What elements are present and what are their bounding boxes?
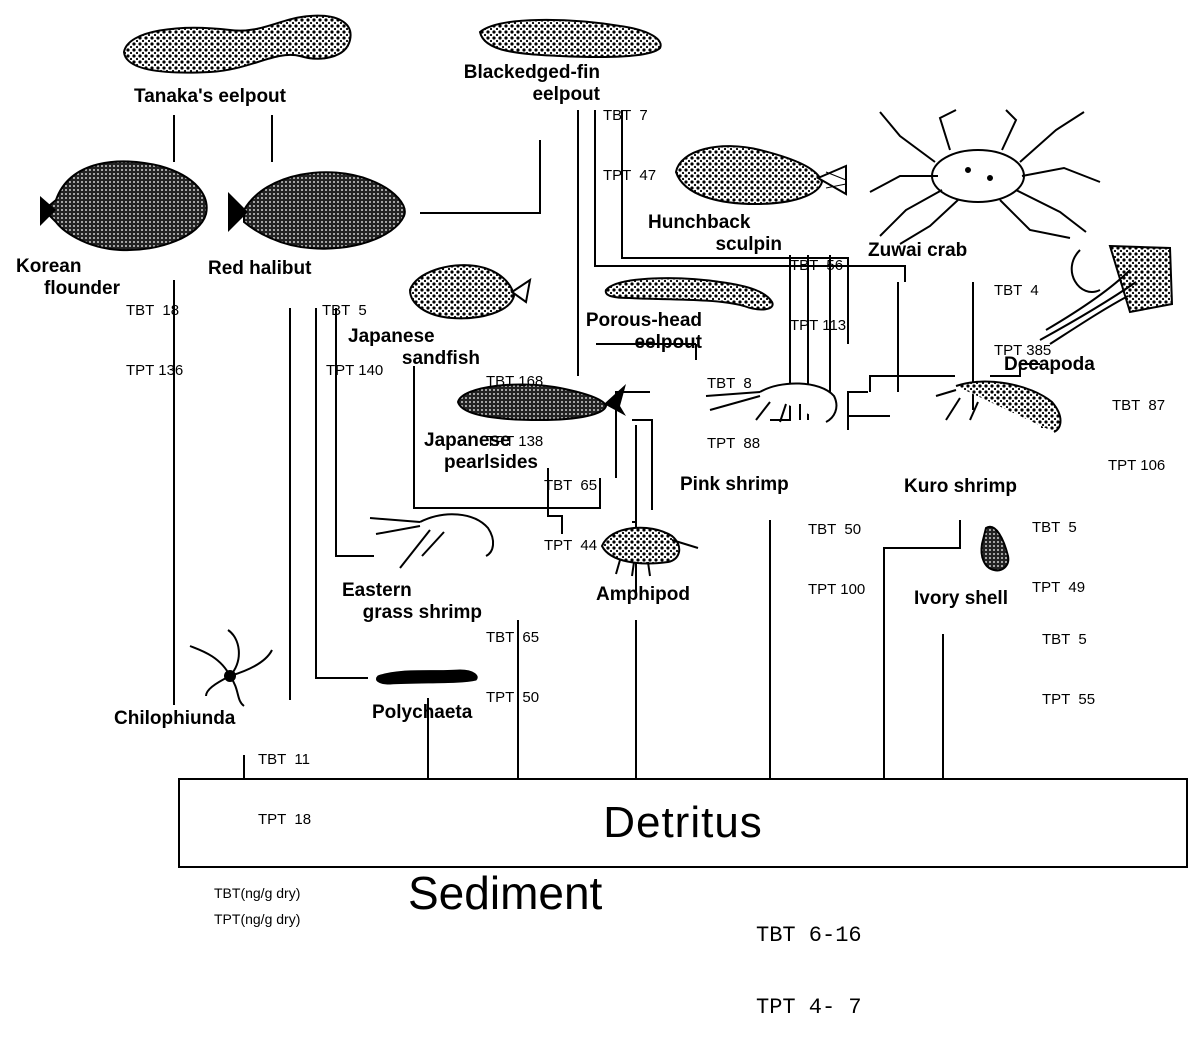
kuro-shrimp-label: Kuro shrimp bbox=[904, 476, 1017, 498]
japanese-sandfish-label-line2: sandfish bbox=[330, 348, 480, 370]
japanese-sandfish-label: Japanese sandfish bbox=[330, 326, 480, 370]
decapoda-values: TBT 87 TPT 106 bbox=[1112, 356, 1165, 496]
ivory-shell-tbt: TBT 5 bbox=[1042, 630, 1095, 650]
eastern-grass-shrimp-label: Eastern grass shrimp bbox=[340, 580, 482, 624]
korean-flounder-tpt: TPT 136 bbox=[126, 361, 183, 381]
japanese-pearlsides-label: Japanese pearlsides bbox=[418, 430, 538, 474]
eastern-grass-shrimp-tpt: TPT 50 bbox=[486, 688, 539, 708]
polychaeta-illustration bbox=[377, 670, 478, 684]
porous-head-eelpout-values: TBT 8 TPT 88 bbox=[707, 334, 760, 474]
japanese-pearlsides-values: TBT 65 TPT 44 bbox=[544, 436, 597, 576]
korean-flounder-label-line2: flounder bbox=[10, 278, 120, 300]
porous-head-eelpout-tbt: TBT 8 bbox=[707, 374, 760, 394]
porous-head-eelpout-tpt: TPT 88 bbox=[707, 434, 760, 454]
hunchback-sculpin-illustration bbox=[676, 146, 846, 204]
pink-shrimp-tbt: TBT 50 bbox=[808, 520, 865, 540]
eastern-grass-shrimp-label-line2: grass shrimp bbox=[340, 602, 482, 624]
japanese-sandfish-tbt: TBT 168 bbox=[486, 372, 543, 392]
zuwai-crab-tbt: TBT 4 bbox=[994, 281, 1051, 301]
porous-head-eelpout-label-line2: eelpout bbox=[562, 332, 702, 354]
blackedged-fin-eelpout-label: Blackedged-fin eelpout bbox=[452, 62, 600, 106]
blackedged-fin-eelpout-tpt: TPT 47 bbox=[603, 166, 656, 186]
sediment-tpt: TPT 4- 7 bbox=[756, 996, 862, 1020]
porous-head-eelpout-illustration bbox=[606, 278, 773, 309]
japanese-sandfish-label-line1: Japanese bbox=[330, 326, 480, 348]
korean-flounder-illustration bbox=[40, 161, 207, 250]
chilophiunda-illustration bbox=[190, 630, 272, 706]
blackedged-fin-eelpout-tbt: TBT 7 bbox=[603, 106, 656, 126]
sediment-tbt: TBT 6-16 bbox=[756, 924, 862, 948]
detritus-label: Detritus bbox=[603, 798, 763, 848]
ivory-shell-illustration bbox=[982, 527, 1009, 571]
units-legend: TBT(ng/g dry) TPT(ng/g dry) bbox=[214, 880, 300, 932]
hunchback-sculpin-tbt: TBT 56 bbox=[790, 256, 846, 276]
red-halibut-label: Red halibut bbox=[208, 258, 311, 280]
red-halibut-illustration bbox=[228, 172, 405, 248]
tanakas-eelpout-label: Tanaka's eelpout bbox=[134, 86, 286, 108]
hunchback-sculpin-label-line1: Hunchback bbox=[644, 212, 782, 234]
zuwai-crab-label: Zuwai crab bbox=[868, 240, 967, 262]
ivory-shell-tpt: TPT 55 bbox=[1042, 690, 1095, 710]
porous-head-eelpout-label: Porous-head eelpout bbox=[562, 310, 702, 354]
decapoda-tbt: TBT 87 bbox=[1112, 396, 1165, 416]
eastern-grass-shrimp-values: TBT 65 TPT 50 bbox=[486, 588, 539, 728]
detritus-box: Detritus bbox=[178, 778, 1188, 868]
red-halibut-tbt: TBT 5 bbox=[322, 301, 383, 321]
japanese-pearlsides-label-line2: pearlsides bbox=[418, 452, 538, 474]
blackedged-fin-eelpout-label-line2: eelpout bbox=[452, 84, 600, 106]
tpt-unit: TPT(ng/g dry) bbox=[214, 906, 300, 932]
korean-flounder-label: Korean flounder bbox=[10, 256, 120, 300]
sediment-label: Sediment bbox=[408, 866, 602, 920]
tanakas-eelpout-illustration bbox=[124, 16, 351, 73]
chilophiunda-tbt: TBT 11 bbox=[258, 750, 311, 770]
hunchback-sculpin-label-line2: sculpin bbox=[644, 234, 782, 256]
pink-shrimp-values: TBT 50 TPT 100 bbox=[808, 480, 865, 620]
pink-shrimp-tpt: TPT 100 bbox=[808, 580, 865, 600]
ivory-shell-values: TBT 5 TPT 55 bbox=[1042, 590, 1095, 730]
japanese-pearlsides-tbt: TBT 65 bbox=[544, 476, 597, 496]
eastern-grass-shrimp-illustration bbox=[370, 514, 493, 568]
tbt-unit: TBT(ng/g dry) bbox=[214, 880, 300, 906]
korean-flounder-values: TBT 18 TPT 136 bbox=[126, 261, 183, 401]
decapoda-illustration bbox=[1040, 246, 1172, 344]
eastern-grass-shrimp-label-line1: Eastern bbox=[340, 580, 482, 602]
hunchback-sculpin-values: TBT 56 TPT 113 bbox=[790, 216, 846, 356]
blackedged-fin-eelpout-illustration bbox=[480, 20, 661, 57]
pink-shrimp-label: Pink shrimp bbox=[680, 474, 789, 496]
ivory-shell-label: Ivory shell bbox=[914, 588, 1008, 610]
hunchback-sculpin-tpt: TPT 113 bbox=[790, 316, 846, 336]
eastern-grass-shrimp-tbt: TBT 65 bbox=[486, 628, 539, 648]
korean-flounder-tbt: TBT 18 bbox=[126, 301, 183, 321]
chilophiunda-label: Chilophiunda bbox=[114, 708, 235, 730]
decapoda-label: Decapoda bbox=[1004, 354, 1095, 376]
japanese-sandfish-illustration bbox=[410, 265, 530, 318]
amphipod-label: Amphipod bbox=[596, 584, 690, 606]
blackedged-fin-eelpout-values: TBT 7 TPT 47 bbox=[603, 66, 656, 206]
kuro-shrimp-tbt: TBT 5 bbox=[1032, 518, 1085, 538]
polychaeta-label: Polychaeta bbox=[372, 702, 472, 724]
amphipod-illustration bbox=[602, 528, 698, 576]
kuro-shrimp-illustration bbox=[936, 382, 1061, 432]
decapoda-tpt: TPT 106 bbox=[1108, 456, 1165, 476]
korean-flounder-label-line1: Korean bbox=[10, 256, 120, 278]
japanese-pearlsides-label-line1: Japanese bbox=[418, 430, 538, 452]
porous-head-eelpout-label-line1: Porous-head bbox=[562, 310, 702, 332]
japanese-pearlsides-tpt: TPT 44 bbox=[544, 536, 597, 556]
blackedged-fin-eelpout-label-line1: Blackedged-fin bbox=[452, 62, 600, 84]
zuwai-crab-illustration bbox=[870, 110, 1100, 244]
sediment-values: TBT 6-16 TPT 4- 7 bbox=[756, 876, 862, 1044]
hunchback-sculpin-label: Hunchback sculpin bbox=[644, 212, 782, 256]
